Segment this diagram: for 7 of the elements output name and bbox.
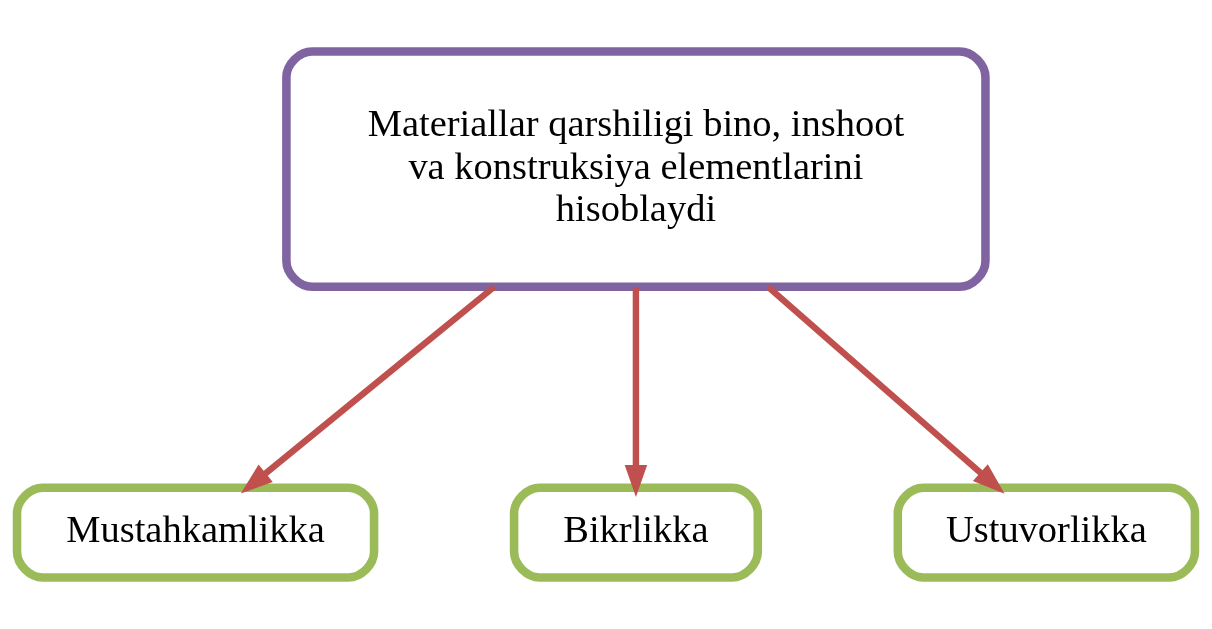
arrow [765,284,1005,494]
node-box: Ustuvorlikka [893,483,1200,582]
node-box: Mustahkamlikka [12,483,379,582]
arrow [240,284,497,494]
node-box: Bikrlikka [509,483,763,582]
arrow [624,286,648,498]
node-box: Materiallar qarshiligi bino, inshoot va konstruksiya elementlarini hisoblaydi [282,47,990,291]
